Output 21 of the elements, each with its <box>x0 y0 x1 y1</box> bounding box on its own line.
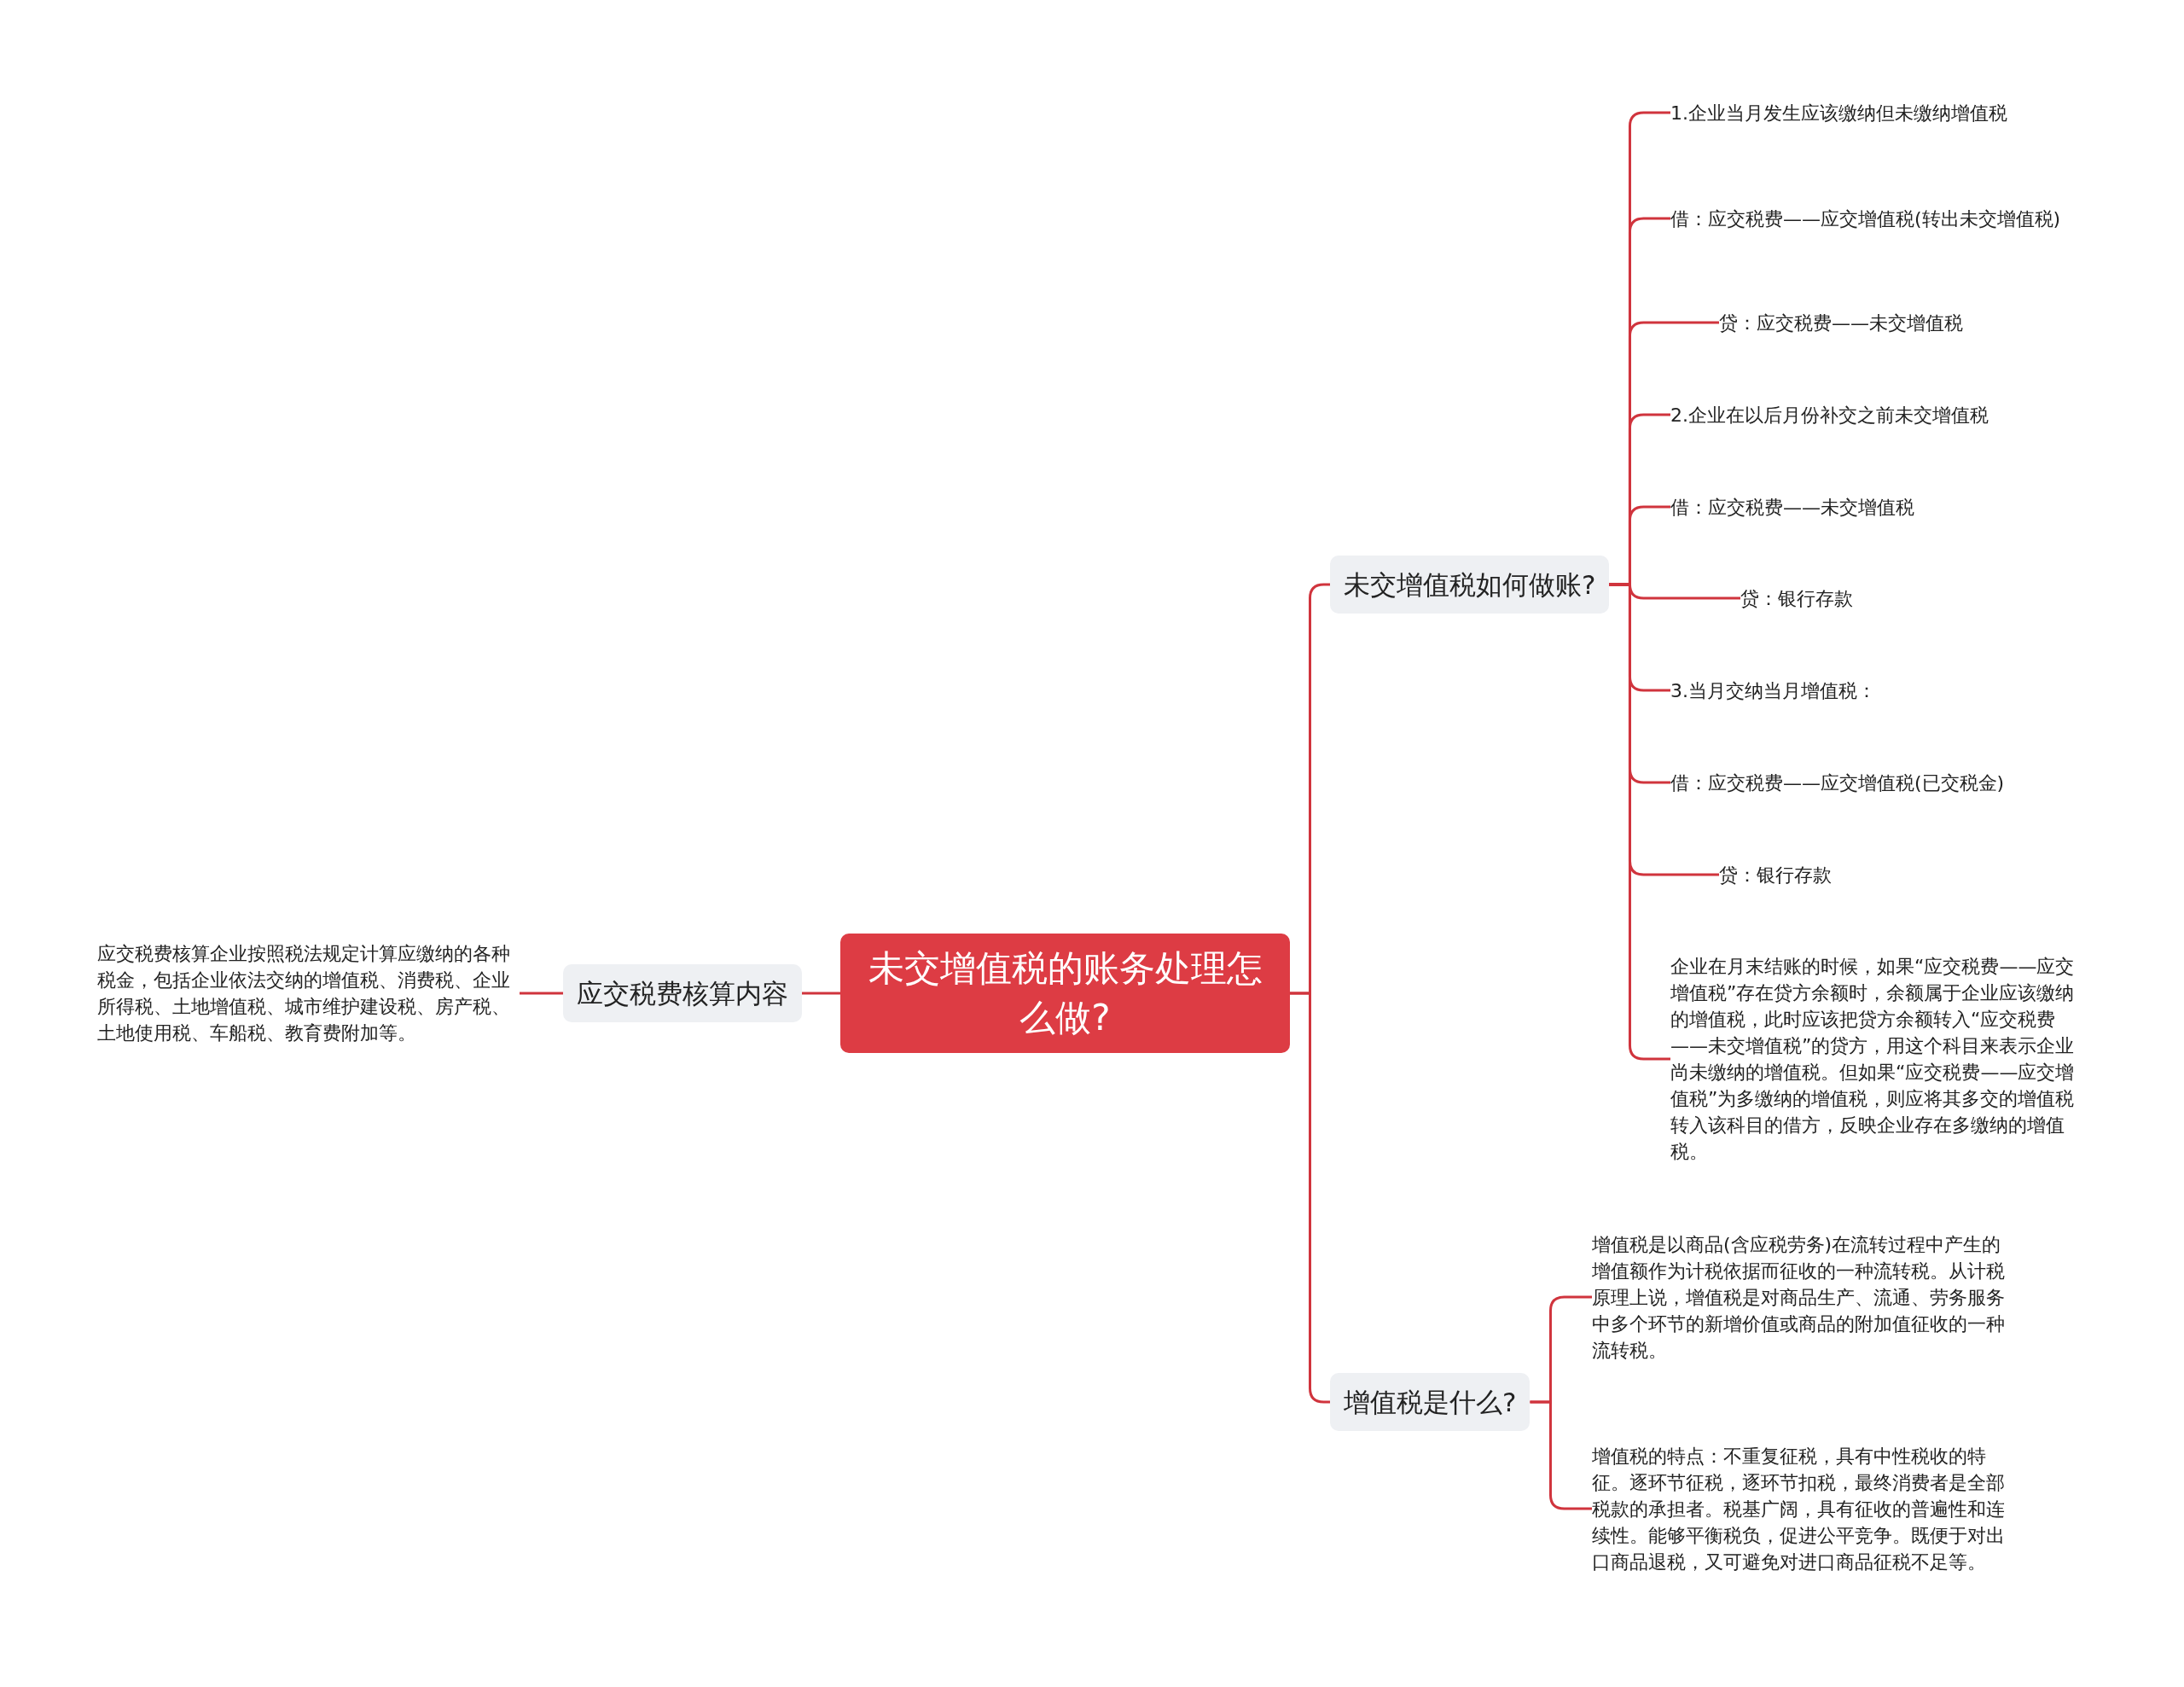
note-text: 贷：应交税费——未交增值税 <box>1719 309 2097 336</box>
note-text: 1.企业当月发生应该缴纳但未缴纳增值税 <box>1670 99 2097 126</box>
connector-line <box>1530 1400 1592 1510</box>
note-text: 2.企业在以后月份补交之前未交增值税 <box>1670 401 2097 428</box>
note-text: 3.当月交纳当月增值税： <box>1670 677 2097 704</box>
note-text: 企业在月末结账的时候，如果“应交税费——应交增值税”存在贷方余额时，余额属于企业应该缴纳的增值税，此时应该把贷方余额转入“应交税费——未交增值税”的贷方，用这个科目来表示企业尚未缴纳的增值税。但如果“应交税费——应交增值税”为多缴纳的增值税，则应将其多交的增值税转入该科目的借方，反映企业存在多缴纳的增值税。 <box>1670 953 2093 1165</box>
note-text: 贷：银行存款 <box>1740 585 2097 612</box>
central-topic-box: 未交增值税的账务处理怎么做? <box>840 934 1290 1053</box>
note-text: 借：应交税费——应交增值税(转出未交增值税) <box>1670 205 2088 232</box>
note-text: 贷：银行存款 <box>1719 861 2097 888</box>
topic-box: 应交税费核算内容 <box>563 964 802 1022</box>
note-text: 借：应交税费——未交增值税 <box>1670 493 2097 521</box>
note-text: 应交税费核算企业按照税法规定计算应缴纳的各种税金，包括企业依法交纳的增值税、消费税、企业所得税、土地增值税、城市维护建设税、房产税、土地使用税、车船税、教育费附加等。 <box>97 940 520 1046</box>
note-text: 增值税的特点：不重复征税，具有中性税收的特征。逐环节征税，逐环节扣税，最终消费者是全部税款的承担者。税基广阔，具有征收的普遍性和连续性。能够平衡税负，促进公平竞争。既便于对出口商品退税，又可避免对进口商品征税不足等。 <box>1592 1442 2008 1575</box>
topic-box: 未交增值税如何做账? <box>1330 556 1610 614</box>
connector-line <box>1290 992 1330 1404</box>
connector-line <box>520 992 563 995</box>
topic-box: 增值税是什么? <box>1330 1373 1531 1431</box>
note-text: 增值税是以商品(含应税劳务)在流转过程中产生的增值额作为计税依据而征收的一种流转税。从计税原理上说，增值税是对商品生产、流通、劳务服务中多个环节的新增价值或商品的附加值征收的一种流转税。 <box>1592 1230 2008 1364</box>
note-text: 借：应交税费——应交增值税(已交税金) <box>1670 769 2097 796</box>
connector-line <box>802 992 840 995</box>
